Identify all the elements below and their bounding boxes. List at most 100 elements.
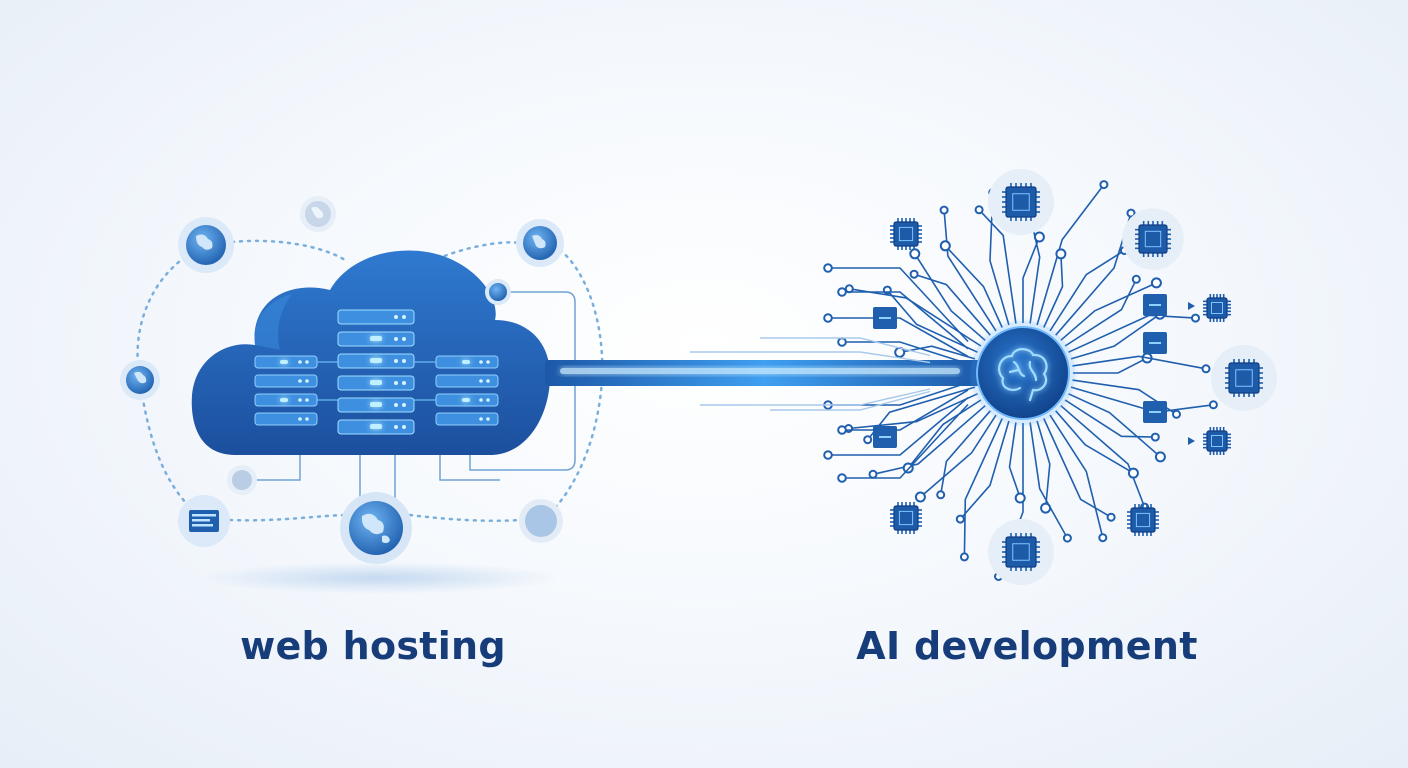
circuit-trace — [872, 405, 986, 476]
circuit-trace — [1036, 420, 1051, 509]
chip-body — [1206, 430, 1228, 452]
circuit-node — [1126, 208, 1136, 218]
circuit-trace — [842, 403, 969, 479]
circuit-trace — [1064, 278, 1138, 347]
circuit-pad-led — [879, 317, 891, 319]
terminal-icon — [178, 495, 230, 547]
circuit-node — [1154, 451, 1166, 463]
circuit-trace — [848, 393, 978, 430]
chip-body — [1206, 297, 1228, 319]
circuit-node — [939, 205, 949, 215]
globe-icon — [519, 499, 563, 543]
circuit-trace — [828, 267, 969, 343]
circuit-node — [909, 248, 921, 260]
circuit-node — [936, 490, 946, 500]
circuit-trace — [828, 317, 969, 358]
circuit-node — [1208, 400, 1218, 410]
circuit-trace — [959, 420, 1010, 520]
circuit-trace — [1055, 410, 1134, 474]
server-links — [317, 361, 436, 401]
circuit-node — [837, 425, 847, 435]
web-hosting-label: web hosting — [240, 624, 506, 668]
circuit-trace — [943, 210, 997, 332]
chip-core — [1211, 435, 1223, 447]
microchip-icon — [1127, 504, 1159, 536]
microchip-icon — [1203, 427, 1231, 455]
microchip-icon — [1203, 294, 1231, 322]
chip-body — [1005, 536, 1037, 568]
circuit-trace — [1060, 405, 1146, 508]
arrow-icon — [1188, 437, 1195, 445]
circuit-trace — [842, 291, 969, 350]
circuit-node — [1098, 533, 1108, 543]
chip-body — [893, 221, 919, 247]
circuit-node — [1127, 467, 1139, 479]
circuit-node — [955, 514, 965, 524]
globe-icon — [227, 465, 257, 495]
circuit-node — [1191, 313, 1200, 323]
circuit-node — [868, 469, 878, 479]
globe-icon — [120, 360, 160, 400]
globe-icon — [340, 492, 412, 564]
globe-icons — [120, 196, 564, 564]
microchip-icon — [890, 502, 922, 534]
chip-core — [1235, 369, 1253, 387]
circuit-trace — [886, 289, 978, 353]
circuit-trace — [828, 396, 969, 456]
microchip-icon — [988, 169, 1054, 235]
circuit-node — [863, 435, 873, 445]
circuit-trace — [1043, 253, 1064, 328]
circuit-trace — [944, 245, 1003, 328]
microchip-icons — [873, 169, 1277, 585]
circuit-trace — [1049, 414, 1104, 538]
chip-body — [893, 505, 919, 531]
circuit-trace — [1036, 184, 1105, 326]
circuit-trace — [1073, 357, 1148, 374]
circuit-trace — [1029, 422, 1069, 539]
circuit-node — [939, 240, 951, 252]
chip-core — [1211, 302, 1223, 314]
circuit-node — [837, 473, 847, 483]
circuit-node — [823, 450, 833, 460]
circuit-node — [1055, 248, 1067, 260]
data-beam — [545, 360, 985, 386]
server-rack-icon — [254, 309, 499, 435]
circuit-trace — [1068, 393, 1161, 458]
circuit-trace — [1072, 355, 1207, 370]
circuit-node — [1014, 492, 1026, 504]
globe-icon — [178, 217, 234, 273]
circuit-trace — [1049, 249, 1125, 332]
circuit-pad-led — [1149, 411, 1161, 413]
circuit-trace — [1064, 399, 1156, 438]
globe-icon — [300, 196, 336, 232]
circuit-node — [1150, 432, 1160, 442]
circuit-node — [914, 491, 926, 503]
circuit-trace — [1022, 236, 1041, 323]
circuit-trace — [919, 414, 997, 498]
circuit-trace — [1055, 212, 1132, 336]
cloud-shadow — [198, 562, 558, 594]
circuit-trace — [1070, 313, 1161, 360]
circuit-trace-faint — [690, 351, 931, 364]
circuit-node — [1062, 533, 1072, 543]
circuit-node — [1099, 180, 1109, 190]
circuit-node — [1201, 364, 1211, 374]
circuit-trace — [907, 399, 982, 469]
chip-body — [1130, 507, 1156, 533]
circuit-pad-led — [1149, 304, 1161, 306]
globe-icon — [516, 219, 564, 267]
circuit-trace — [978, 209, 1017, 324]
chip-core — [1012, 543, 1030, 561]
chip-core — [1135, 512, 1151, 528]
circuit-node — [959, 552, 969, 562]
circuit-trace — [913, 273, 991, 336]
circuit-trace — [842, 341, 969, 365]
circuit-node — [823, 313, 833, 323]
chip-body — [1138, 224, 1168, 254]
microchip-icon — [890, 218, 922, 250]
circuit-trace — [1043, 418, 1112, 518]
server-dots — [298, 315, 490, 429]
chip-body — [1005, 186, 1037, 218]
chip-core — [898, 510, 914, 526]
